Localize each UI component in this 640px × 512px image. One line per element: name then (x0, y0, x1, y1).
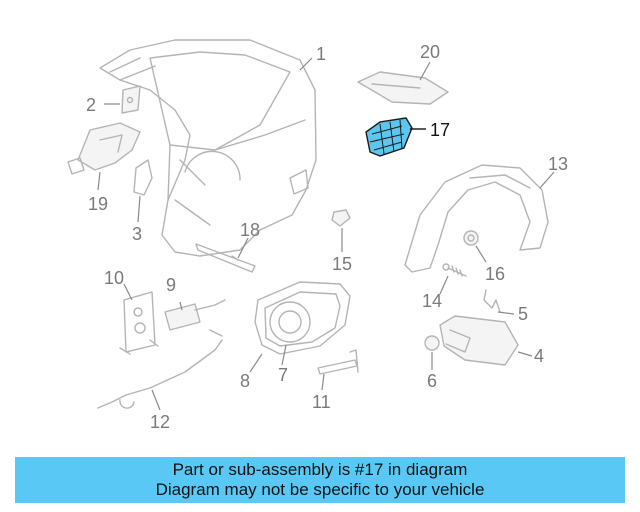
callout-7: 7 (278, 365, 288, 385)
part-9-module (164, 299, 226, 331)
part-13-liner (404, 164, 549, 273)
callout-20: 20 (420, 42, 440, 62)
callout-17: 17 (430, 120, 450, 140)
part-20-cover (357, 71, 449, 105)
callout-18: 18 (240, 220, 260, 240)
callout-8: 8 (240, 371, 250, 391)
callout-9: 9 (166, 275, 176, 295)
callout-12: 12 (150, 412, 170, 432)
callout-10: 10 (104, 268, 124, 288)
callout-11: 11 (312, 392, 331, 412)
callout-13: 13 (548, 154, 568, 174)
callout-15: 15 (332, 254, 352, 274)
part-18-strip (195, 243, 256, 273)
part-19-duct (67, 122, 141, 175)
info-banner: Part or sub-assembly is #17 in diagram D… (15, 457, 625, 503)
part-8-housing (254, 281, 351, 355)
callout-1: 1 (316, 44, 326, 64)
banner-line-1: Part or sub-assembly is #17 in diagram (172, 460, 468, 479)
part-1-quarter-panel (99, 39, 317, 257)
banner-line-2: Diagram may not be specific to your vehi… (155, 480, 485, 499)
callout-4: 4 (534, 346, 544, 366)
part-12-cable (97, 329, 223, 409)
parts-diagram-svg: 1 2 3 4 5 6 7 8 9 10 11 12 13 14 15 16 1… (67, 39, 568, 432)
part-6-cap (424, 335, 440, 351)
part-17-highlighted (365, 117, 413, 157)
callout-14: 14 (422, 291, 442, 311)
part-16-grommet (463, 230, 479, 246)
parts-diagram: 1 2 3 4 5 6 7 8 9 10 11 12 13 14 15 16 1… (67, 39, 568, 432)
part-7-filler-neck (269, 301, 311, 343)
part-10-bracket (119, 291, 159, 355)
part-15-plug (331, 209, 351, 227)
callout-3: 3 (132, 224, 142, 244)
callout-16: 16 (485, 264, 505, 284)
callout-2: 2 (86, 95, 96, 115)
leader-lines (97, 57, 555, 411)
callout-19: 19 (88, 194, 108, 214)
callout-numbers: 1 2 3 4 5 6 7 8 9 10 11 12 13 14 15 16 1… (86, 42, 568, 432)
part-4-fuel-door (439, 315, 519, 366)
part-2-bracket (121, 85, 141, 114)
callout-5: 5 (518, 304, 528, 324)
part-14-screw (442, 263, 467, 277)
part-11-rod (317, 349, 359, 375)
part-3-clip (133, 159, 153, 196)
callout-6: 6 (427, 371, 437, 391)
part-5-spring (483, 289, 501, 313)
